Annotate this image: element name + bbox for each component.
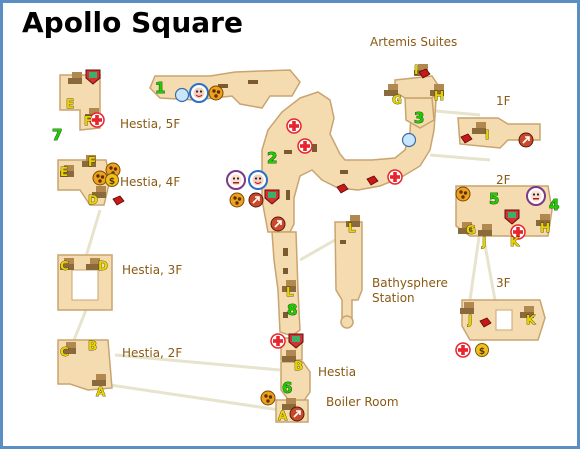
label-floor-2f: 2F [496,173,511,187]
waypoint-3: 3 [414,109,424,127]
bathysphere-wall [340,240,346,244]
label-boiler-room: Boiler Room [326,395,399,409]
letter-c-2f: C [60,345,69,359]
letter-k-2f: K [510,235,520,249]
hestia-3f-void [71,269,99,301]
area-labels: Artemis Suites Hestia, 5F Hestia, 4F Hes… [120,35,511,409]
vending-machine-icon [208,85,224,101]
letter-i-1f: I [485,128,489,142]
waypoint-1: 1 [155,79,165,97]
money-icon [475,343,489,358]
label-hestia-3f: Hestia, 3F [122,263,182,277]
letter-j-3f: J [467,313,472,327]
label-hestia-5f: Hestia, 5F [120,117,180,131]
letter-i-artemis: I [414,63,418,77]
letter-h-artemis: H [434,89,444,103]
waypoint-numbers: 1 2 3 4 5 6 7 8 [52,79,560,398]
label-floor-3f: 3F [496,276,511,290]
letter-d-4f: D [88,193,98,207]
label-bathysphere: Bathysphere [372,276,448,290]
health-kit-icon [286,118,302,134]
label-hestia: Hestia [318,365,356,379]
vending-machine-icon [229,192,245,208]
turret-icon [518,132,534,148]
letter-d-3f: D [98,259,108,273]
label-hestia-2f: Hestia, 2F [122,346,182,360]
turret-icon [289,406,305,422]
artemis-3f-void [495,309,513,331]
label-artemis-suites: Artemis Suites [370,35,457,49]
map-title: Apollo Square [22,6,243,39]
bathysphere-station-room [334,221,363,329]
health-kit-icon [297,138,313,154]
letter-b-hestia: B [294,359,303,373]
circus-of-values-icon [189,83,209,103]
waypoint-7: 7 [52,126,62,144]
circus-of-values-icon [248,170,268,190]
waypoint-5: 5 [489,190,499,208]
letter-e-5f: E [66,97,74,111]
turret-icon [270,216,286,232]
money-icon [105,173,119,188]
letter-f-4f: F [88,155,96,169]
waypoint-6: 6 [282,379,292,397]
letter-j-2f: J [481,235,486,249]
health-kit-icon [270,333,286,349]
letter-h-2f: H [540,221,550,235]
letter-e-4f: E [60,165,68,179]
letter-l-main: L [286,285,294,299]
waypoint-4: 4 [549,196,559,214]
vending-machine-icon [92,170,108,186]
label-hestia-4f: Hestia, 4F [120,175,180,189]
letter-f-5f: F [84,114,92,128]
location-letters: E F F E D C D C B A B A L L I G H I G J … [60,63,551,424]
vending-machine-icon [260,390,276,406]
main-complex-walls [218,80,348,318]
letter-a-2f: A [96,385,106,399]
letter-c-3f: C [60,259,69,273]
power-to-the-people-icon [226,170,246,190]
vending-machine-icon [455,186,471,202]
label-floor-1f: 1F [496,94,511,108]
power-to-the-people-icon [526,186,546,206]
health-kit-icon [387,169,403,185]
turret-icon [248,192,264,208]
waypoint-2: 2 [267,149,277,167]
letter-g-artemis: G [392,93,402,107]
letter-l-bathysphere: L [348,221,356,235]
letter-g-2f: G [466,223,476,237]
security-camera-icon [174,87,190,103]
label-station: Station [372,291,415,305]
letter-b-2f: B [88,339,97,353]
security-camera-icon [401,132,417,148]
letter-a-boiler: A [278,409,288,423]
letter-k-3f: K [526,313,536,327]
health-kit-icon [455,342,471,358]
waypoint-8: 8 [287,301,297,319]
